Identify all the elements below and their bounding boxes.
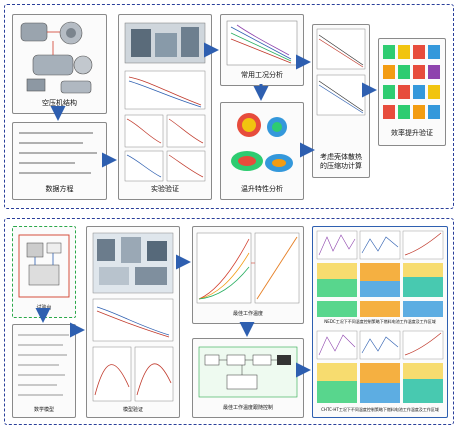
model-validation-label: 模型验证 xyxy=(122,407,143,413)
temperature-rise-card: 温升特性分析 xyxy=(220,102,304,200)
control-block-diagram xyxy=(198,346,298,398)
common-conditions-chart xyxy=(226,20,298,66)
experiment-figures xyxy=(124,22,206,182)
efficiency-check-label: 效率提升验证 xyxy=(391,129,433,137)
model-validation-card: 模型验证 xyxy=(86,226,180,418)
compressor-structure-label: 空压机结构 xyxy=(42,99,77,107)
data-equation-label: 数据方程 xyxy=(45,185,74,193)
efficiency-check-card: 效率提升验证 xyxy=(378,38,446,146)
common-conditions-label: 常用工况分析 xyxy=(241,71,283,79)
nedc-label: NEDC工况下不同温度控制策略下燃料电池工作温度及工作区域 xyxy=(324,319,436,324)
shell-heat-charts xyxy=(316,28,366,116)
data-equation-card: 数据方程 xyxy=(12,122,107,200)
shell-heat-card: 考虑壳体散热 的压缩功计算 xyxy=(312,24,370,178)
equation-lines xyxy=(19,132,97,174)
max-temp-label: 最佳工作温度 xyxy=(232,311,263,317)
comparison-figures xyxy=(316,230,444,403)
max-temp-charts xyxy=(196,232,300,304)
math-model-lines xyxy=(18,334,69,396)
test-rig-schematic xyxy=(18,234,70,298)
common-conditions-card: 常用工况分析 xyxy=(220,14,304,86)
efficiency-figures xyxy=(383,45,440,119)
compressor-diagram xyxy=(20,21,93,94)
test-rig-card: 试验台 xyxy=(12,226,76,318)
math-model-label: 数学模型 xyxy=(33,407,54,413)
max-temp-control-label: 最佳工作温度跟随控制 xyxy=(222,405,273,411)
max-temp-card: 最佳工作温度 xyxy=(192,226,304,324)
compressor-structure-card: 空压机结构 xyxy=(12,14,107,114)
model-validation-figures xyxy=(92,232,174,402)
shell-heat-label: 考虑壳体散热 的压缩功计算 xyxy=(320,153,362,170)
experiment-validation-card: 实验验证 xyxy=(118,14,212,200)
udc-label: CHTC-HT工况下不同温度控制策略下燃料电池工作温度及工作区域 xyxy=(321,407,439,412)
comparison-panel: NEDC工况下不同温度控制策略下燃料电池工作温度及工作区域 CHTC-HT工况下… xyxy=(312,226,448,418)
max-temp-control-card: 最佳工作温度跟随控制 xyxy=(192,338,304,418)
experiment-validation-label: 实验验证 xyxy=(151,185,179,193)
temperature-rise-contours xyxy=(231,113,293,172)
temperature-rise-label: 温升特性分析 xyxy=(241,185,283,193)
math-model-card: 数学模型 xyxy=(12,324,76,418)
